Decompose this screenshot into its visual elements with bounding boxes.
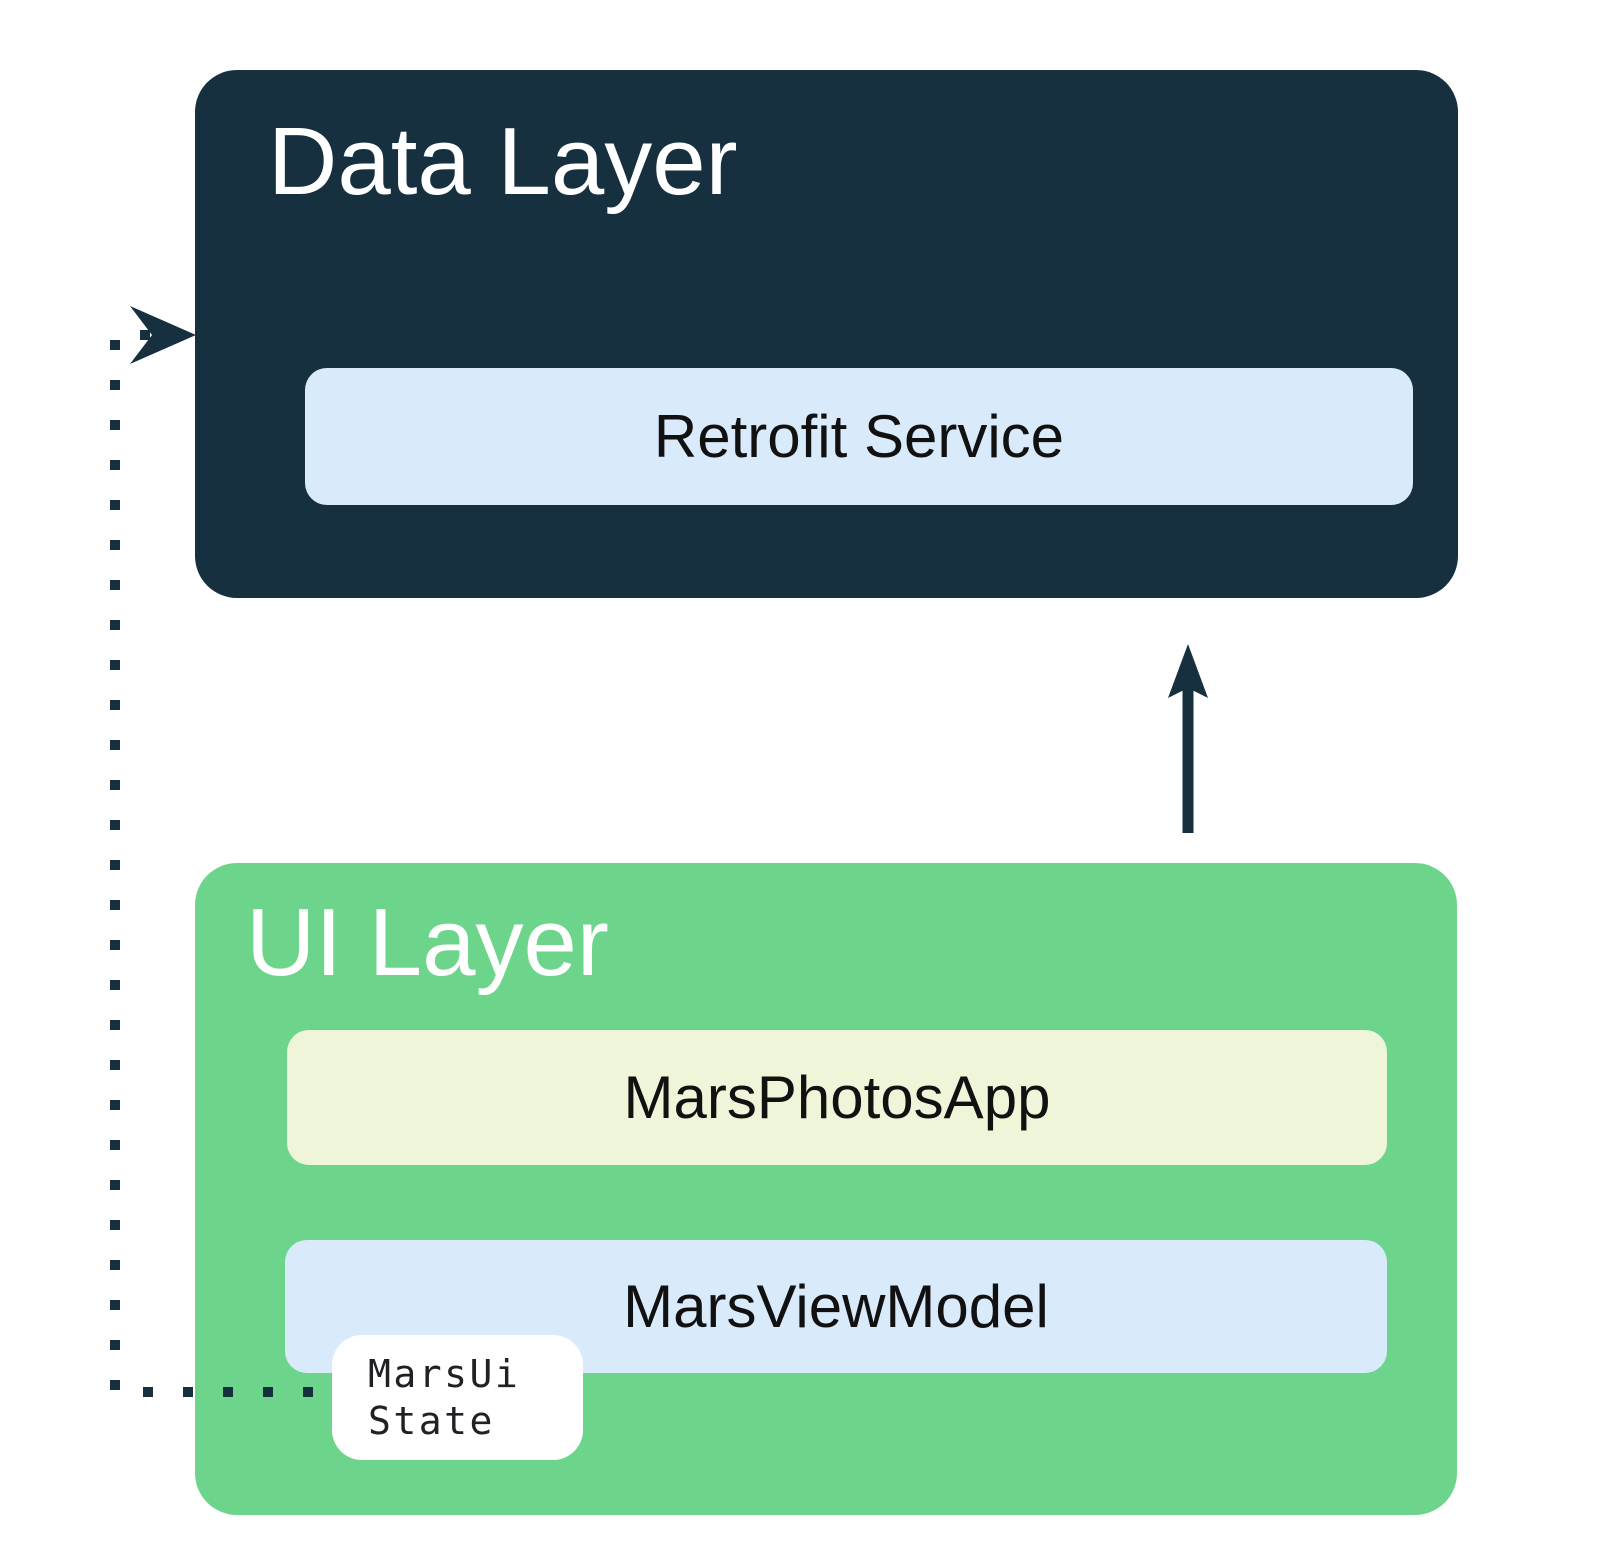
data-layer-title: Data Layer: [268, 108, 738, 215]
data-layer-box: Data Layer Retrofit Service: [195, 70, 1458, 598]
mars-photos-app-node: MarsPhotosApp: [287, 1030, 1387, 1165]
mars-photos-app-label: MarsPhotosApp: [623, 1064, 1051, 1131]
ui-layer-box: UI Layer MarsPhotosApp MarsViewModel Mar…: [195, 863, 1457, 1515]
solid-up-arrowhead-icon: [1168, 644, 1208, 698]
retrofit-service-label: Retrofit Service: [653, 403, 1065, 470]
retrofit-service-node: Retrofit Service: [305, 368, 1413, 505]
mars-ui-state-label-line2: State: [368, 1398, 495, 1443]
mars-ui-state-node: MarsUi State: [332, 1335, 583, 1460]
ui-layer-title: UI Layer: [246, 889, 609, 996]
mars-ui-state-label-line1: MarsUi: [368, 1351, 521, 1396]
mars-view-model-label: MarsViewModel: [623, 1273, 1049, 1340]
dotted-flow-arrowhead-icon: [130, 306, 196, 364]
